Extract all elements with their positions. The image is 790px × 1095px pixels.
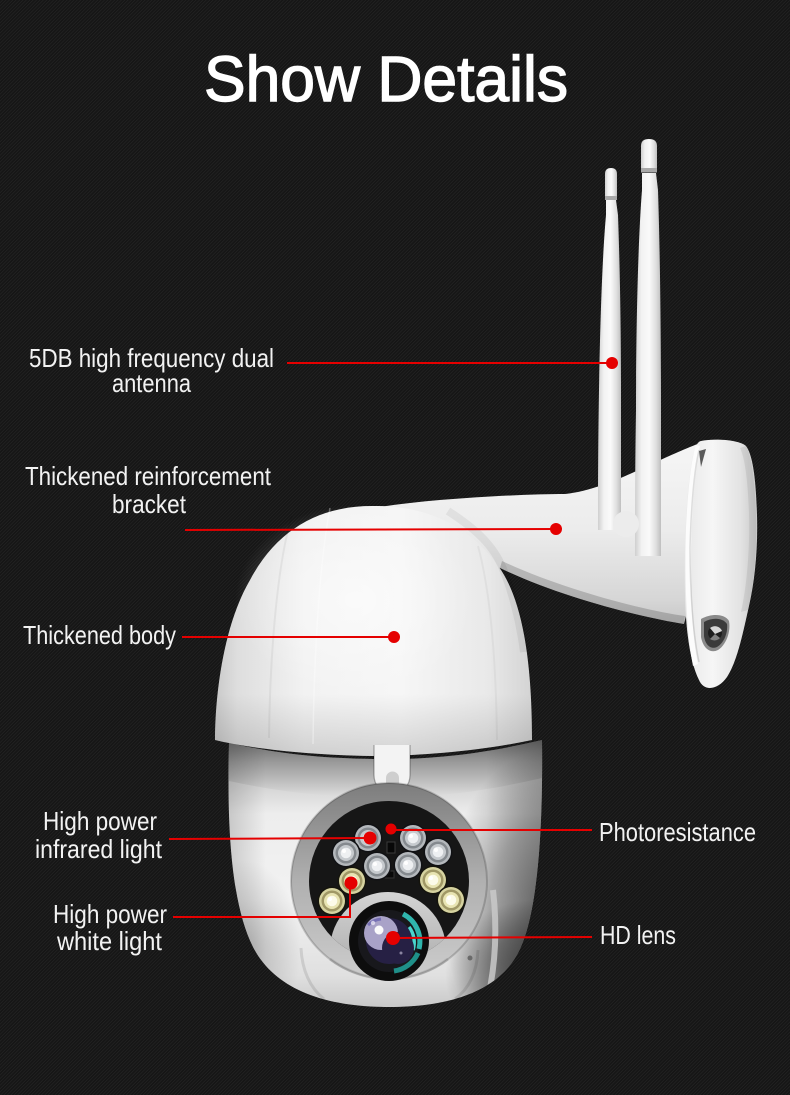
svg-text:HD lens: HD lens: [600, 920, 676, 950]
svg-text:white light: white light: [56, 926, 163, 956]
svg-text:5DB high frequency dual: 5DB high frequency dual: [29, 343, 274, 373]
svg-text:High power: High power: [53, 899, 167, 929]
svg-text:Photoresistance: Photoresistance: [599, 817, 756, 847]
svg-text:antenna: antenna: [112, 368, 191, 398]
svg-text:High power: High power: [43, 806, 157, 836]
svg-text:infrared light: infrared light: [35, 834, 163, 864]
svg-text:Thickened reinforcement: Thickened reinforcement: [25, 461, 272, 491]
svg-text:Show Details: Show Details: [204, 43, 568, 115]
svg-text:bracket: bracket: [112, 489, 187, 519]
svg-text:Thickened body: Thickened body: [23, 620, 176, 650]
